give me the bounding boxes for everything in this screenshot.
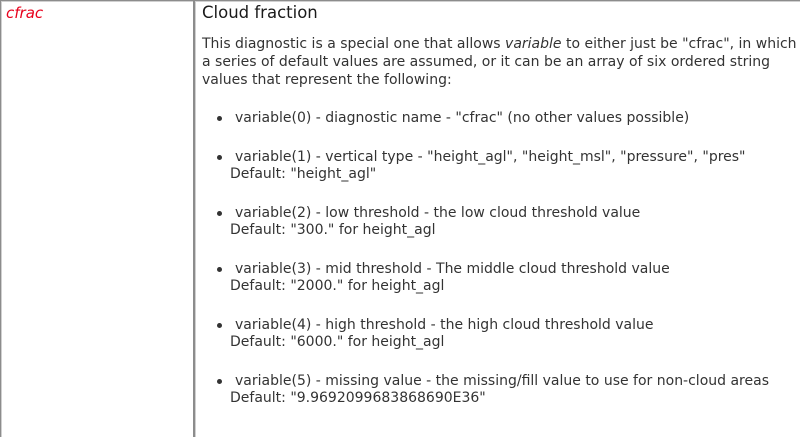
list-item: variable(2) - low threshold - the low cl…	[195, 205, 800, 239]
diagnostic-key-name: cfrac	[6, 4, 44, 22]
list-item: variable(1) - vertical type - "height_ag…	[195, 149, 800, 183]
variable-default: Default: "9.9692099683868690E36"	[230, 390, 486, 406]
list-item: variable(5) - missing value - the missin…	[195, 373, 800, 407]
variable-list: variable(0) - diagnostic name - "cfrac" …	[195, 110, 800, 407]
bullet-icon	[217, 155, 222, 160]
variable-default: Default: "2000." for height_agl	[230, 278, 445, 294]
bullet-icon	[217, 379, 222, 384]
variable-description: variable(2) - low threshold - the low cl…	[235, 205, 641, 221]
intro-paragraph: This diagnostic is a special one that al…	[202, 35, 800, 89]
bullet-icon	[217, 116, 222, 121]
variable-description: variable(4) - high threshold - the high …	[235, 317, 654, 333]
bullet-icon	[217, 211, 222, 216]
variable-default: Default: "6000." for height_agl	[230, 334, 445, 350]
list-item: variable(3) - mid threshold - The middle…	[195, 261, 800, 295]
section-title: Cloud fraction	[202, 3, 318, 22]
variable-default: Default: "height_agl"	[230, 166, 377, 182]
bullet-icon	[217, 323, 222, 328]
key-cell: cfrac	[0, 0, 194, 437]
variable-description: variable(0) - diagnostic name - "cfrac" …	[235, 110, 690, 126]
intro-text-start: This diagnostic is a special one that al…	[202, 36, 506, 52]
variable-description: variable(1) - vertical type - "height_ag…	[235, 149, 746, 165]
intro-emphasis: variable	[505, 36, 562, 52]
bullet-icon	[217, 267, 222, 272]
intro-text-end: to either just be "cfrac", in which a se…	[202, 36, 797, 88]
variable-description: variable(5) - missing value - the missin…	[235, 373, 769, 389]
list-item: variable(4) - high threshold - the high …	[195, 317, 800, 351]
variable-description: variable(3) - mid threshold - The middle…	[235, 261, 670, 277]
variable-default: Default: "300." for height_agl	[230, 222, 436, 238]
list-item: variable(0) - diagnostic name - "cfrac" …	[195, 110, 800, 127]
description-cell: Cloud fraction This diagnostic is a spec…	[194, 0, 800, 437]
